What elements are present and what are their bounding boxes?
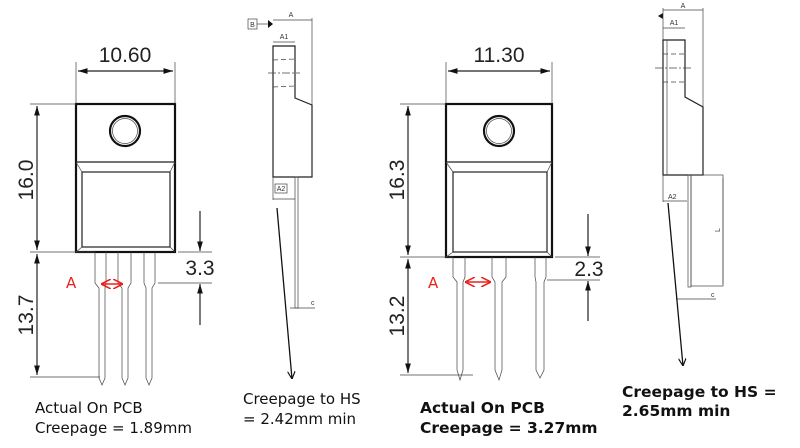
- left-package-body: [74, 102, 177, 254]
- right-shoulder-dim: 2.3: [574, 258, 603, 281]
- left-height-upper-dim: 16.0: [15, 160, 38, 201]
- left-height-lower-dim: 13.7: [15, 295, 38, 336]
- mounting-hole: [108, 114, 142, 148]
- right-height-upper-dim: 16.3: [386, 160, 409, 201]
- datum-b-label: B: [250, 22, 255, 29]
- dim-a2-label: A2: [668, 194, 677, 201]
- left-note-line2: Creepage = 1.89mm: [35, 419, 192, 437]
- right-note-line1: Actual On PCB: [420, 399, 545, 417]
- dim-l-label: L: [715, 228, 722, 232]
- left-shoulder-dim: 3.3: [185, 257, 214, 280]
- left-width-dim: 10.60: [99, 44, 152, 67]
- left-side-note-line1: Creepage to HS: [243, 390, 361, 408]
- dim-c-label: c: [711, 292, 715, 299]
- left-side-note-line2: = 2.42mm min: [243, 410, 356, 428]
- side-lead: [294, 176, 299, 309]
- right-package-side-view: A A1 L A2 c Creepage to HS = 2.65mm min: [622, 3, 777, 420]
- creepage-to-hs-arrow: [276, 207, 292, 379]
- left-leads: [94, 252, 156, 386]
- dim-a1-label: A1: [280, 34, 289, 41]
- left-package-side-view: B A A1 A2 c Creepage to HS = 2.42mm min: [243, 12, 361, 428]
- side-body: [662, 39, 704, 176]
- dim-a-label: A: [681, 3, 686, 10]
- dim-a1-label: A1: [670, 20, 679, 27]
- left-package-front-view: 10.60 16.0 13.7 3.3 A Actual On PCB Cree…: [15, 44, 215, 437]
- dim-c-label: c: [311, 300, 315, 307]
- side-lead: [687, 174, 692, 288]
- right-package-mold: [452, 171, 548, 253]
- right-height-lower-dim: 13.2: [386, 296, 409, 337]
- right-side-note-line2: 2.65mm min: [622, 402, 730, 420]
- right-package-front-view: 11.30 16.3 13.2 2.3 A Actual On PCB Cree…: [386, 44, 604, 437]
- side-body: [272, 45, 313, 178]
- right-note-line2: Creepage = 3.27mm: [420, 419, 598, 437]
- left-note-line1: Actual On PCB: [35, 399, 143, 417]
- right-creepage-marker: A: [428, 274, 439, 292]
- creepage-to-hs-arrow: [667, 202, 683, 366]
- right-side-note-line1: Creepage to HS =: [622, 383, 777, 401]
- right-leads: [452, 257, 547, 382]
- dim-a2-label: A2: [277, 186, 286, 193]
- right-package-body: [444, 102, 554, 259]
- mounting-hole: [482, 114, 516, 148]
- left-creepage-marker: A: [66, 274, 77, 292]
- right-width-dim: 11.30: [474, 44, 525, 67]
- dim-a-label: A: [289, 12, 294, 19]
- left-package-mold: [81, 171, 171, 248]
